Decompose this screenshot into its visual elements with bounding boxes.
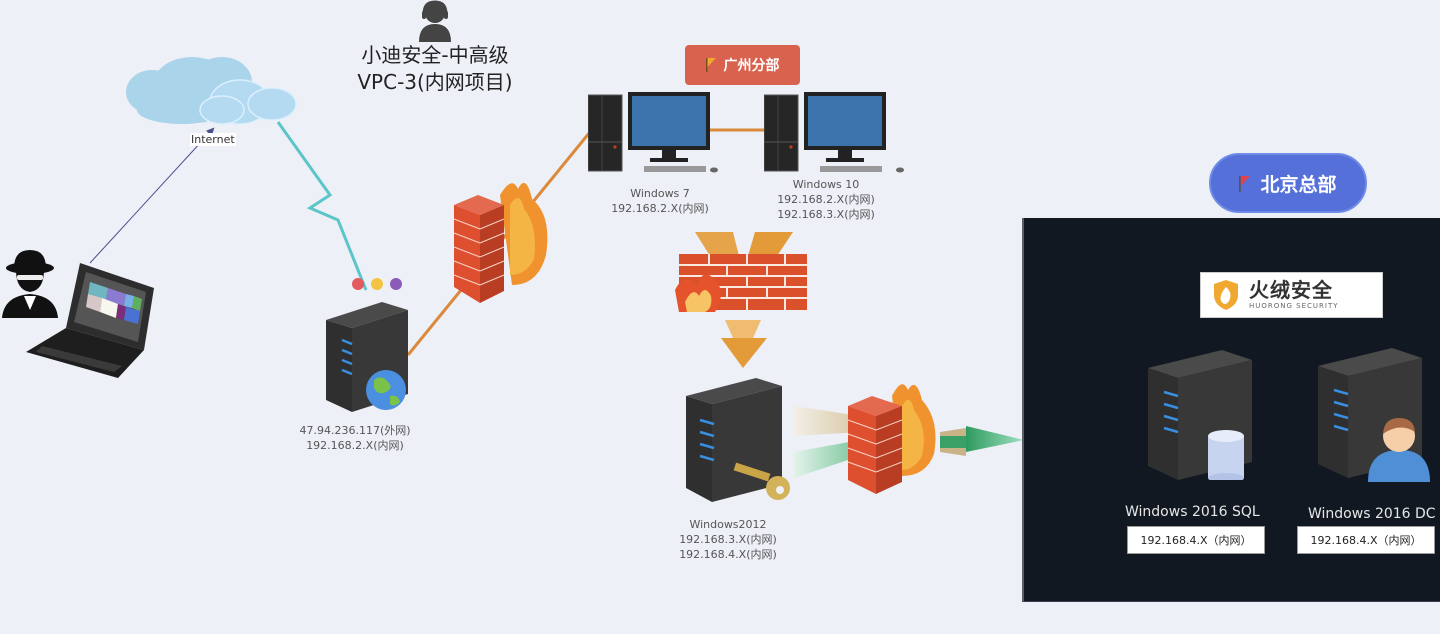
flag-icon (705, 58, 716, 72)
title-line-2: VPC-3(内网项目) (357, 70, 513, 94)
dc-server-icon (1316, 346, 1432, 482)
win7-ip: 192.168.2.X(内网) (611, 202, 709, 215)
dmz-ip-external: 47.94.236.117(外网) (299, 424, 411, 437)
sql-server-ip: 192.168.4.X（内网） (1127, 526, 1265, 554)
huorong-logo-cn: 火绒安全 (1249, 278, 1333, 302)
support-agent-icon (416, 0, 454, 42)
win10-name: Windows 10 (792, 178, 860, 191)
internet-dmz-lightning (276, 121, 368, 291)
attacker-laptop-icon (22, 260, 157, 380)
win2012-label: Windows2012 192.168.3.X(内网) 192.168.4.X(… (668, 517, 788, 562)
flag-icon (1239, 175, 1251, 192)
web-server-icon (324, 300, 414, 412)
status-dots (350, 276, 406, 292)
sql-server-icon (1146, 348, 1256, 483)
win2012-ip-2: 192.168.4.X(内网) (679, 548, 777, 561)
guangzhou-badge-label: 广州分部 (723, 58, 780, 74)
win2012-server-icon (684, 376, 794, 506)
guangzhou-branch-badge: 广州分部 (685, 45, 800, 85)
win2012-name: Windows2012 (689, 518, 767, 531)
diagram-title: 小迪安全-中高级 VPC-3(内网项目) (330, 42, 540, 96)
win10-label: Windows 10 192.168.2.X(内网) 192.168.3.X(内… (766, 177, 886, 222)
dc-server-ip: 192.168.4.X（内网） (1297, 526, 1435, 554)
huorong-security-logo: 火绒安全 HUORONG SECURITY (1200, 272, 1383, 318)
win10-ip-2: 192.168.3.X(内网) (777, 208, 875, 221)
huorong-logo-en: HUORONG SECURITY (1249, 302, 1339, 310)
win2012-ip-1: 192.168.3.X(内网) (679, 533, 777, 546)
win10-pc-icon (763, 92, 904, 176)
beijing-hq-badge: 北京总部 (1209, 153, 1367, 213)
huorong-shield-icon (1213, 279, 1239, 311)
hq-firewall-icon (790, 376, 1026, 496)
win10-ip-1: 192.168.2.X(内网) (777, 193, 875, 206)
win7-pc-icon (587, 92, 718, 176)
win7-label: Windows 7 192.168.2.X(内网) (600, 186, 720, 216)
funnel-firewall-icon (675, 230, 811, 370)
attacker-internet-link (89, 127, 215, 264)
dc-server-name: Windows 2016 DC (1308, 506, 1436, 522)
sql-server-name: Windows 2016 SQL (1125, 504, 1260, 520)
hacker-icon (0, 248, 62, 320)
beijing-badge-label: 北京总部 (1260, 173, 1337, 196)
title-line-1: 小迪安全-中高级 (361, 43, 509, 67)
win7-name: Windows 7 (630, 187, 690, 200)
firewall-icon (452, 175, 552, 305)
dmz-ip-internal: 192.168.2.X(内网) (306, 439, 404, 452)
dmz-server-label: 47.94.236.117(外网) 192.168.2.X(内网) (290, 423, 420, 453)
internet-label: Internet (190, 133, 236, 146)
internet-cloud-icon (122, 42, 302, 132)
